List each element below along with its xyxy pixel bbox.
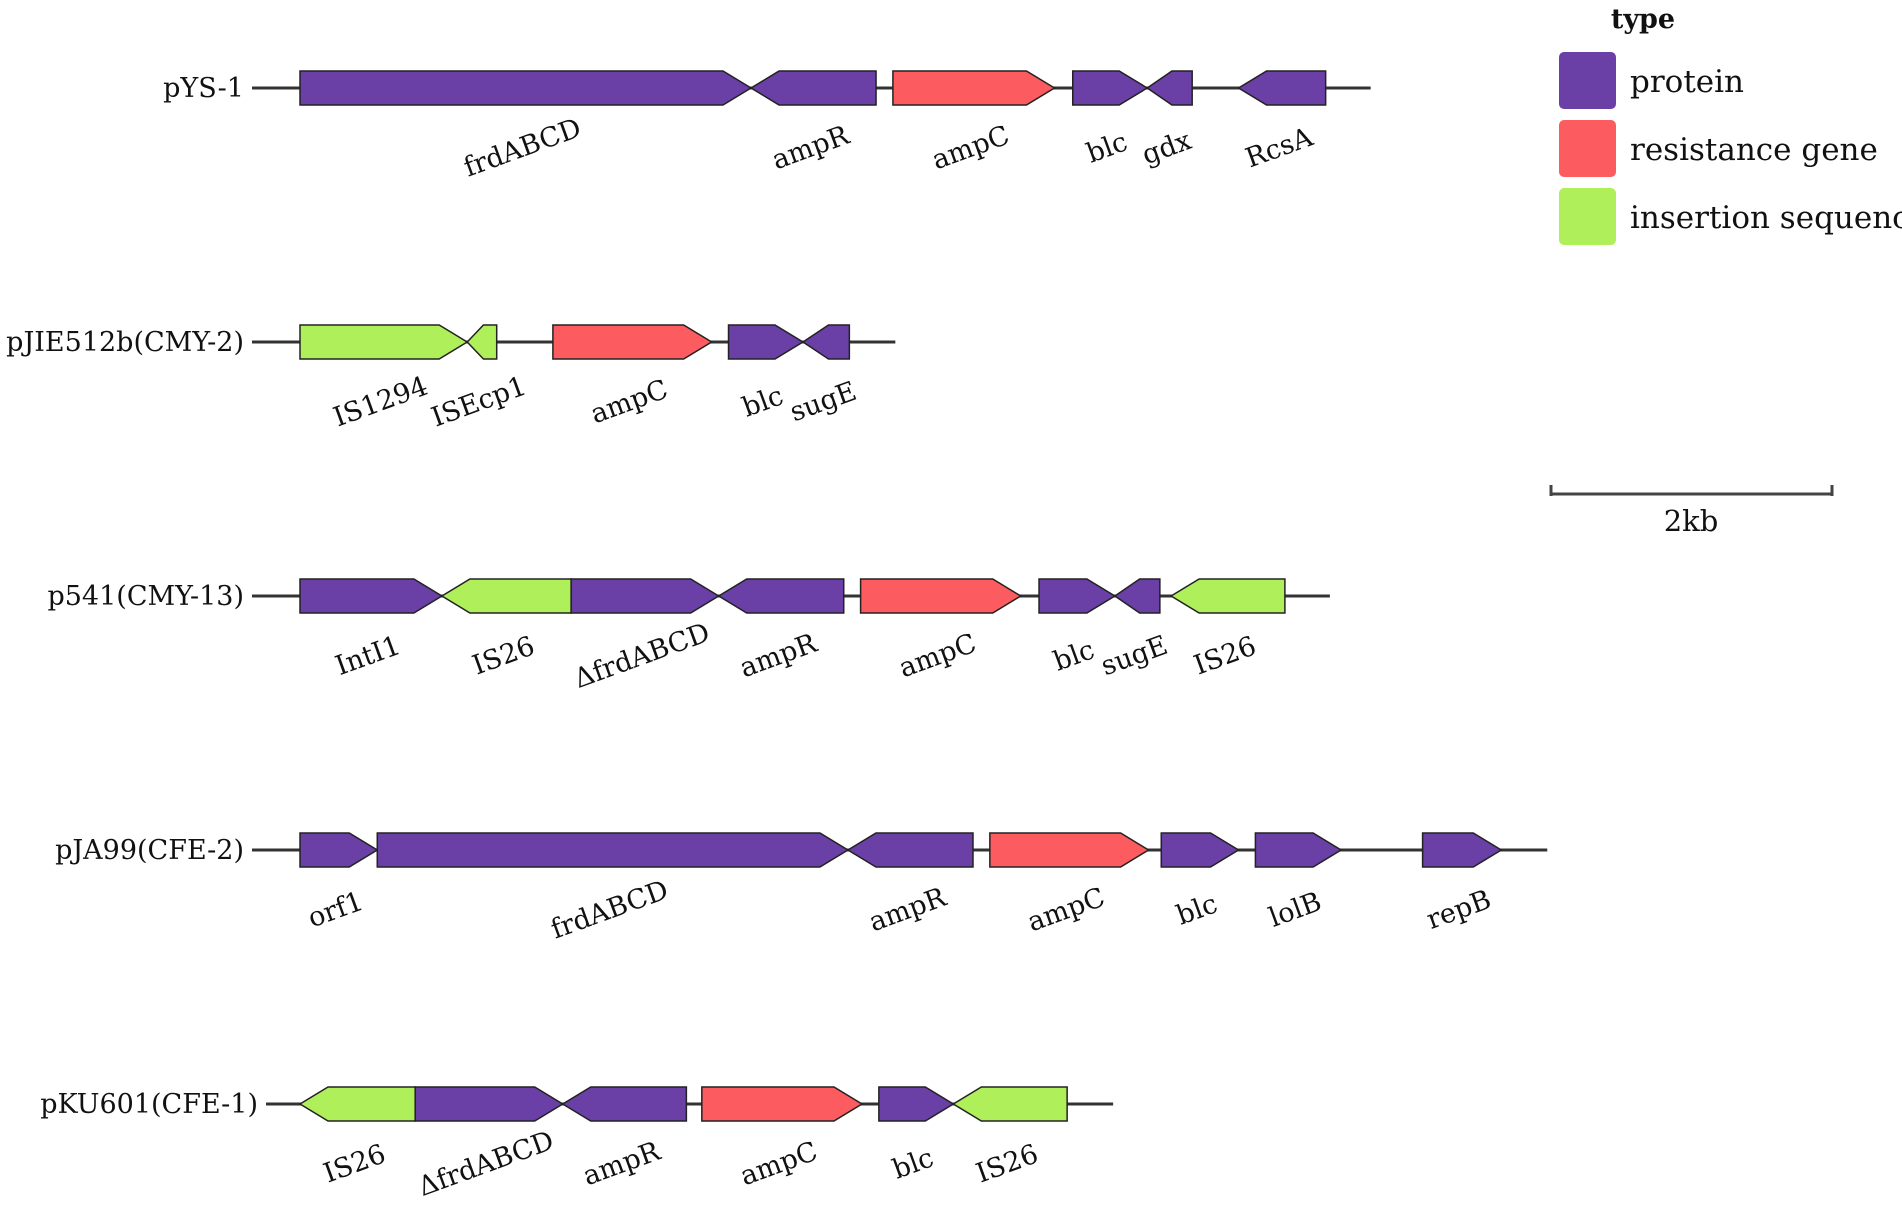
gene-arrow-orf1 xyxy=(299,832,379,868)
gene-arrow-frdabcd xyxy=(414,1086,565,1122)
gene-arrow-is26 xyxy=(951,1086,1068,1122)
gene-arrow-ampc xyxy=(552,324,714,360)
gene-arrow-repb xyxy=(1421,832,1503,868)
gene-label-rcsa: RcsA xyxy=(1242,122,1318,175)
gene-label-blc: blc xyxy=(1049,634,1098,677)
gene-arrow-ampr xyxy=(749,70,877,106)
gene-arrow-frdabcd xyxy=(376,832,850,868)
gene-label-is26: IS26 xyxy=(1190,631,1260,682)
legend-label-insertion-sequence: insertion sequence xyxy=(1630,200,1902,236)
gene-arrow-blc xyxy=(1160,832,1240,868)
gene-arrow-rcsa xyxy=(1237,70,1327,106)
track-pja99-cfe-2: pJA99(CFE-2) orf1 frdABCD ampR ampC blc lolB re… xyxy=(55,832,1548,946)
gene-arrow-ampr xyxy=(846,832,974,868)
gene-arrow-isecp1 xyxy=(466,324,498,360)
track-name: p541(CMY-13) xyxy=(47,581,244,612)
legend-items: protein resistance gene insertion sequence xyxy=(1559,52,1902,245)
gene-label-blc: blc xyxy=(889,1142,938,1185)
gene-arrow-gdx xyxy=(1145,70,1193,106)
gene-arrow-blc xyxy=(1038,578,1117,614)
gene-arrow-blc xyxy=(1072,70,1149,106)
gene-label-ampr: ampR xyxy=(736,628,822,684)
scale-bar-label: 2kb xyxy=(1664,504,1719,538)
gene-arrow-ampr xyxy=(561,1086,688,1122)
gene-label-ampc: ampC xyxy=(736,1136,821,1192)
gene-label-frdabcd: ΔfrdABCD xyxy=(414,1125,558,1203)
gene-arrow-is1294 xyxy=(299,324,469,360)
gene-label-ampc: ampC xyxy=(928,120,1013,176)
gene-arrow-ampc xyxy=(892,70,1056,106)
legend-swatch-resistance-gene xyxy=(1559,120,1616,177)
track-name: pKU601(CFE-1) xyxy=(40,1089,258,1120)
gene-label-ampr: ampR xyxy=(865,882,951,938)
gene-label-ampr: ampR xyxy=(579,1136,665,1192)
gene-label-is1294: IS1294 xyxy=(329,371,432,434)
gene-arrow-blc xyxy=(727,324,805,360)
legend-label-protein: protein xyxy=(1630,64,1744,100)
gene-label-suge: sugE xyxy=(786,376,861,428)
gene-arrow-frdabcd xyxy=(299,70,753,106)
scale-bar: 2kb xyxy=(1549,485,1834,538)
gene-label-orf1: orf1 xyxy=(304,886,368,934)
gene-arrow-is26 xyxy=(440,578,572,614)
gene-label-frdabcd: ΔfrdABCD xyxy=(570,617,714,695)
gene-arrow-ampr xyxy=(717,578,845,614)
gene-arrow-inti1 xyxy=(299,578,444,614)
gene-label-ampc: ampC xyxy=(895,628,980,684)
legend-swatch-protein xyxy=(1559,52,1616,109)
track-name: pJA99(CFE-2) xyxy=(55,835,244,866)
gene-arrow-lolb xyxy=(1254,832,1343,868)
track-name: pYS-1 xyxy=(163,73,244,104)
legend-label-resistance-gene: resistance gene xyxy=(1630,132,1878,168)
gene-label-gdx: gdx xyxy=(1138,125,1195,171)
gene-arrow-frdabcd xyxy=(570,578,721,614)
gene-label-suge: sugE xyxy=(1097,630,1172,682)
gene-label-lolb: lolB xyxy=(1265,886,1326,933)
gene-label-ampc: ampC xyxy=(1024,882,1109,938)
gene-arrow-ampc xyxy=(859,578,1023,614)
legend-title: type xyxy=(1611,4,1675,35)
gene-arrow-ampc xyxy=(989,832,1151,868)
gene-label-ampr: ampR xyxy=(768,120,854,176)
track-name: pJIE512b(CMY-2) xyxy=(6,327,244,358)
gene-label-frdabcd: frdABCD xyxy=(547,875,673,946)
gene-label-is26: IS26 xyxy=(320,1139,390,1190)
gene-arrow-suge xyxy=(801,324,851,360)
gene-label-is26: IS26 xyxy=(972,1139,1042,1190)
gene-label-is26: IS26 xyxy=(468,631,538,682)
gene-label-blc: blc xyxy=(1082,126,1131,169)
gene-label-repb: repB xyxy=(1423,884,1496,936)
gene-arrow-suge xyxy=(1113,578,1161,614)
gene-label-blc: blc xyxy=(738,380,787,423)
gene-label-isecp1: ISEcp1 xyxy=(427,371,530,434)
legend: type protein resistance gene insertion seq… xyxy=(1559,4,1902,245)
gene-label-blc: blc xyxy=(1172,888,1221,931)
gene-arrow-ampc xyxy=(701,1086,864,1122)
gene-label-ampc: ampC xyxy=(587,374,672,430)
gene-label-inti1: IntI1 xyxy=(331,630,404,682)
gene-arrow-is26 xyxy=(1169,578,1286,614)
gene-arrow-is26 xyxy=(298,1086,416,1122)
legend-swatch-insertion-sequence xyxy=(1559,188,1616,245)
gene-arrow-blc xyxy=(878,1086,955,1122)
track-p541-cmy-13: p541(CMY-13) IntI1 IS26 ΔfrdABCD ampR ampC blc… xyxy=(47,578,1330,695)
track-pku601-cfe-1: pKU601(CFE-1) IS26 ΔfrdABCD ampR ampC blc IS26 xyxy=(40,1086,1114,1203)
gene-label-frdabcd: frdABCD xyxy=(460,113,586,184)
